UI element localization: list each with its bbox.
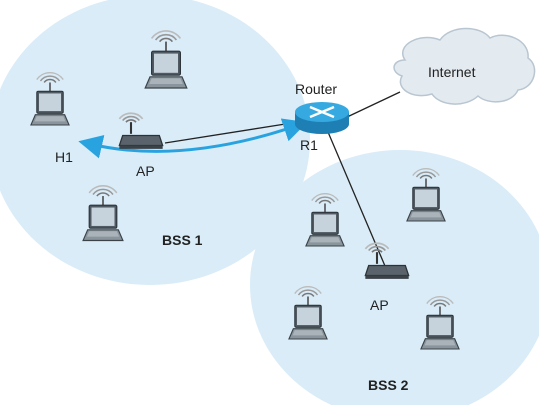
internet-cloud-icon: [393, 27, 536, 105]
ap2-label: AP: [370, 297, 389, 313]
internet-label: Internet: [428, 64, 476, 80]
router-icon: [295, 102, 349, 134]
link-router-internet: [344, 91, 401, 119]
h1-r1-path-arrow: [78, 118, 308, 159]
router-label: Router: [295, 81, 337, 97]
ap1-label: AP: [136, 163, 155, 179]
bss1-label: BSS 1: [162, 232, 203, 248]
bss2-label: BSS 2: [368, 377, 409, 393]
r1-label: R1: [300, 137, 318, 153]
h1-label: H1: [55, 149, 73, 165]
